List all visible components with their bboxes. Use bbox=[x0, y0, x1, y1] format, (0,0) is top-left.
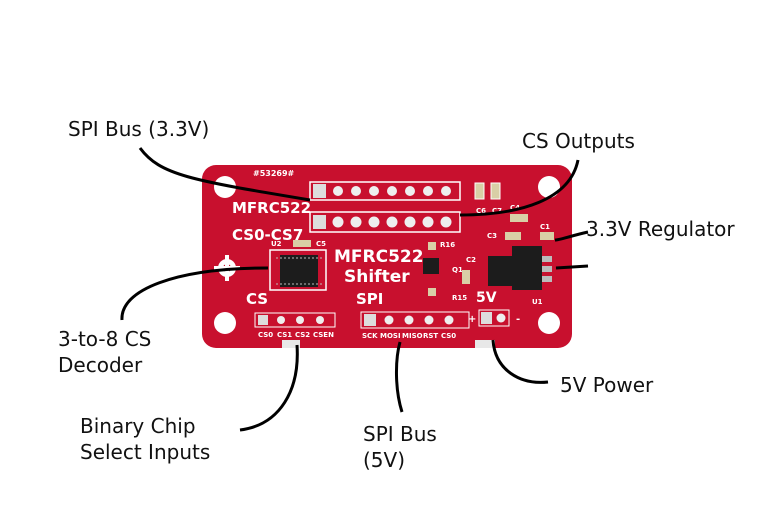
callout-spi-bus-33v: SPI Bus (3.3V) bbox=[68, 117, 210, 141]
label-u2: U2 bbox=[271, 240, 282, 248]
spi-pin-label: CS0 bbox=[441, 332, 456, 340]
voltage-label: 5V bbox=[476, 290, 497, 306]
header-top-label: MFRC522 bbox=[232, 199, 311, 217]
header-cs-label: CS0-CS7 bbox=[232, 226, 303, 244]
header-row-cs-outputs bbox=[309, 211, 461, 233]
cs-input-header bbox=[254, 312, 336, 328]
leader-spi-33 bbox=[138, 147, 311, 202]
leader-lines bbox=[120, 147, 589, 432]
mounting-hole-tr bbox=[538, 176, 560, 198]
label-c7: C7 bbox=[492, 207, 502, 215]
label-c1: C1 bbox=[540, 223, 550, 231]
mounting-hole-tl bbox=[214, 176, 236, 198]
label-c2: C2 bbox=[466, 256, 476, 264]
cs-pin-label: CSEN bbox=[313, 331, 334, 339]
label-c3: C3 bbox=[487, 232, 497, 240]
cs-pin-label: CS1 bbox=[277, 331, 292, 339]
label-r16: R16 bbox=[440, 241, 455, 249]
leader-regulator-2 bbox=[555, 264, 589, 270]
label-c6: C6 bbox=[476, 207, 486, 215]
cs-pin-label: CS0 bbox=[258, 331, 273, 339]
mounting-hole-bl bbox=[214, 312, 236, 334]
voltage-regulator bbox=[488, 246, 552, 290]
header-row-top bbox=[309, 181, 461, 201]
label-c5: C5 bbox=[316, 240, 326, 248]
leader-power bbox=[491, 339, 549, 384]
callout-decoder-line1: 3-to-8 CS bbox=[58, 327, 152, 351]
callout-5v-power: 5V Power bbox=[560, 373, 654, 397]
pcb-board: #53269# MFRC522 CS0-CS7 C6 C7 C4 C1 bbox=[202, 165, 572, 348]
power-header bbox=[478, 309, 510, 327]
label-c4: C4 bbox=[510, 204, 520, 212]
callout-cs-outputs: CS Outputs bbox=[522, 129, 635, 153]
board-title-line2: Shifter bbox=[344, 267, 410, 287]
callout-decoder-line2: Decoder bbox=[58, 353, 143, 377]
cs-section-label: CS bbox=[246, 290, 268, 308]
callout-chip-select-line2: Select Inputs bbox=[80, 440, 211, 464]
label-q1: Q1 bbox=[452, 266, 463, 274]
callout-regulator: 3.3V Regulator bbox=[586, 217, 735, 241]
label-r15: R15 bbox=[452, 294, 467, 302]
part-number: #53269# bbox=[253, 169, 295, 178]
board-title-line1: MFRC522 bbox=[334, 247, 424, 267]
spi-pin-label: RST bbox=[423, 332, 438, 340]
leader-cs-outputs bbox=[459, 159, 580, 217]
leader-regulator bbox=[554, 230, 589, 242]
mounting-hole-br bbox=[538, 312, 560, 334]
leader-spi-5v bbox=[394, 341, 404, 413]
label-u1: U1 bbox=[532, 298, 543, 306]
spi-pin-label: MOSI bbox=[380, 332, 401, 340]
power-minus-label: - bbox=[516, 314, 520, 325]
spi-5v-header bbox=[360, 311, 470, 329]
spi-pin-label: MISO bbox=[402, 332, 423, 340]
callout-chip-select-line1: Binary Chip bbox=[80, 414, 196, 438]
power-plus-label: + bbox=[468, 314, 476, 325]
leader-decoder bbox=[120, 266, 269, 321]
callout-spi-bus-5v-line1: SPI Bus bbox=[363, 422, 437, 446]
spi-section-label: SPI bbox=[356, 290, 383, 308]
callout-spi-bus-5v-line2: (5V) bbox=[363, 448, 406, 472]
spi-pin-label: SCK bbox=[362, 332, 378, 340]
transistor-q1 bbox=[423, 258, 439, 274]
cs-pin-label: CS2 bbox=[295, 331, 310, 339]
decoder-chip bbox=[269, 249, 327, 291]
leader-chip-select bbox=[239, 344, 299, 432]
